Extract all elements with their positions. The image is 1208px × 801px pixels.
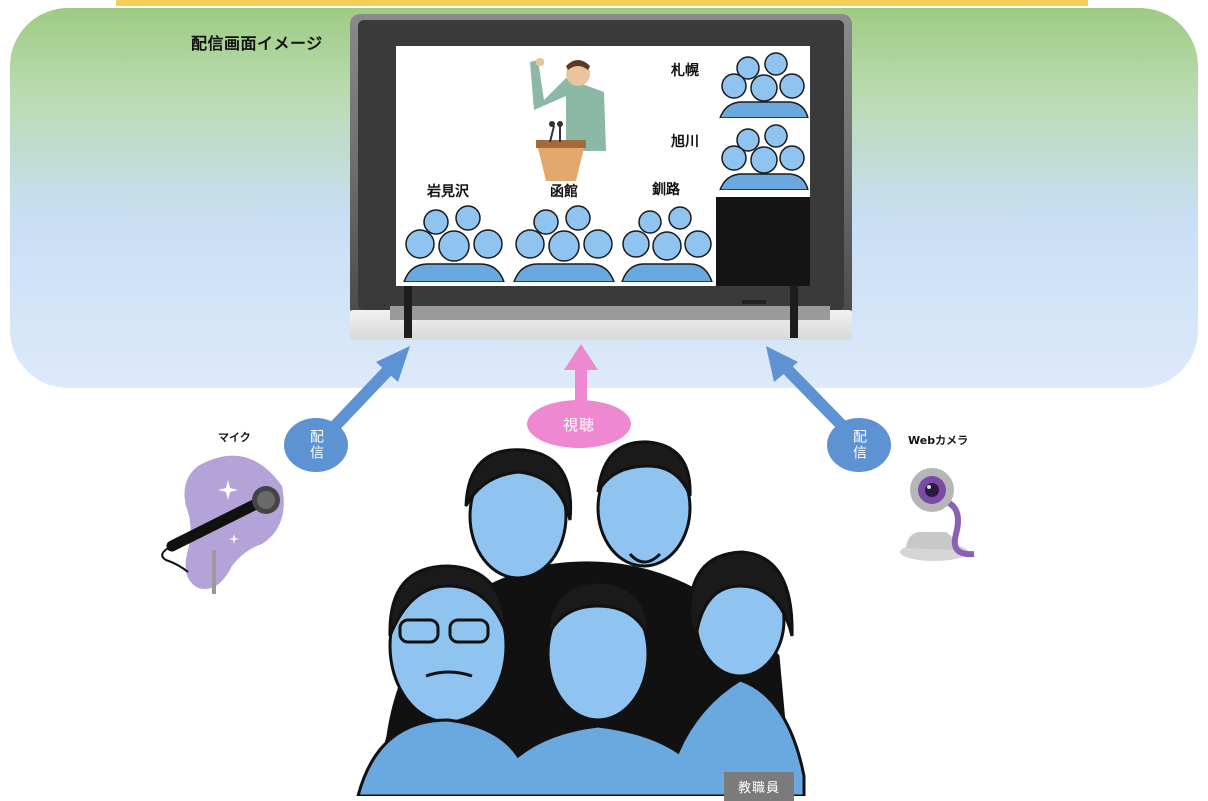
staff-label: 教職員	[724, 772, 794, 801]
webcam-icon	[896, 460, 988, 564]
mic-label: マイク	[218, 431, 251, 444]
webcam-label: Webカメラ	[908, 434, 969, 447]
audience-thumbnail-hakodate	[512, 202, 616, 282]
top-band	[116, 0, 1088, 6]
city-label-sapporo: 札幌	[671, 63, 699, 79]
staff-group-illustration	[348, 436, 812, 796]
view-bubble: 視聴	[527, 400, 631, 448]
city-label-kushiro: 釧路	[652, 182, 680, 198]
city-label-hakodate: 函館	[550, 184, 578, 200]
distribute-bubble-left: 配信	[284, 418, 348, 472]
audience-thumbnail-asahikawa	[718, 122, 810, 190]
speaker-illustration	[516, 56, 616, 181]
city-label-asahikawa: 旭川	[671, 134, 699, 150]
city-label-iwamizawa: 岩見沢	[427, 184, 469, 200]
audience-thumbnail-kushiro	[620, 202, 714, 282]
microphone-icon	[158, 446, 290, 596]
audience-thumbnail-iwamizawa	[402, 202, 506, 282]
distribute-bubble-right: 配信	[827, 418, 891, 472]
audience-thumbnail-sapporo	[718, 50, 810, 118]
screen-caption: 配信画面イメージ	[191, 34, 323, 53]
